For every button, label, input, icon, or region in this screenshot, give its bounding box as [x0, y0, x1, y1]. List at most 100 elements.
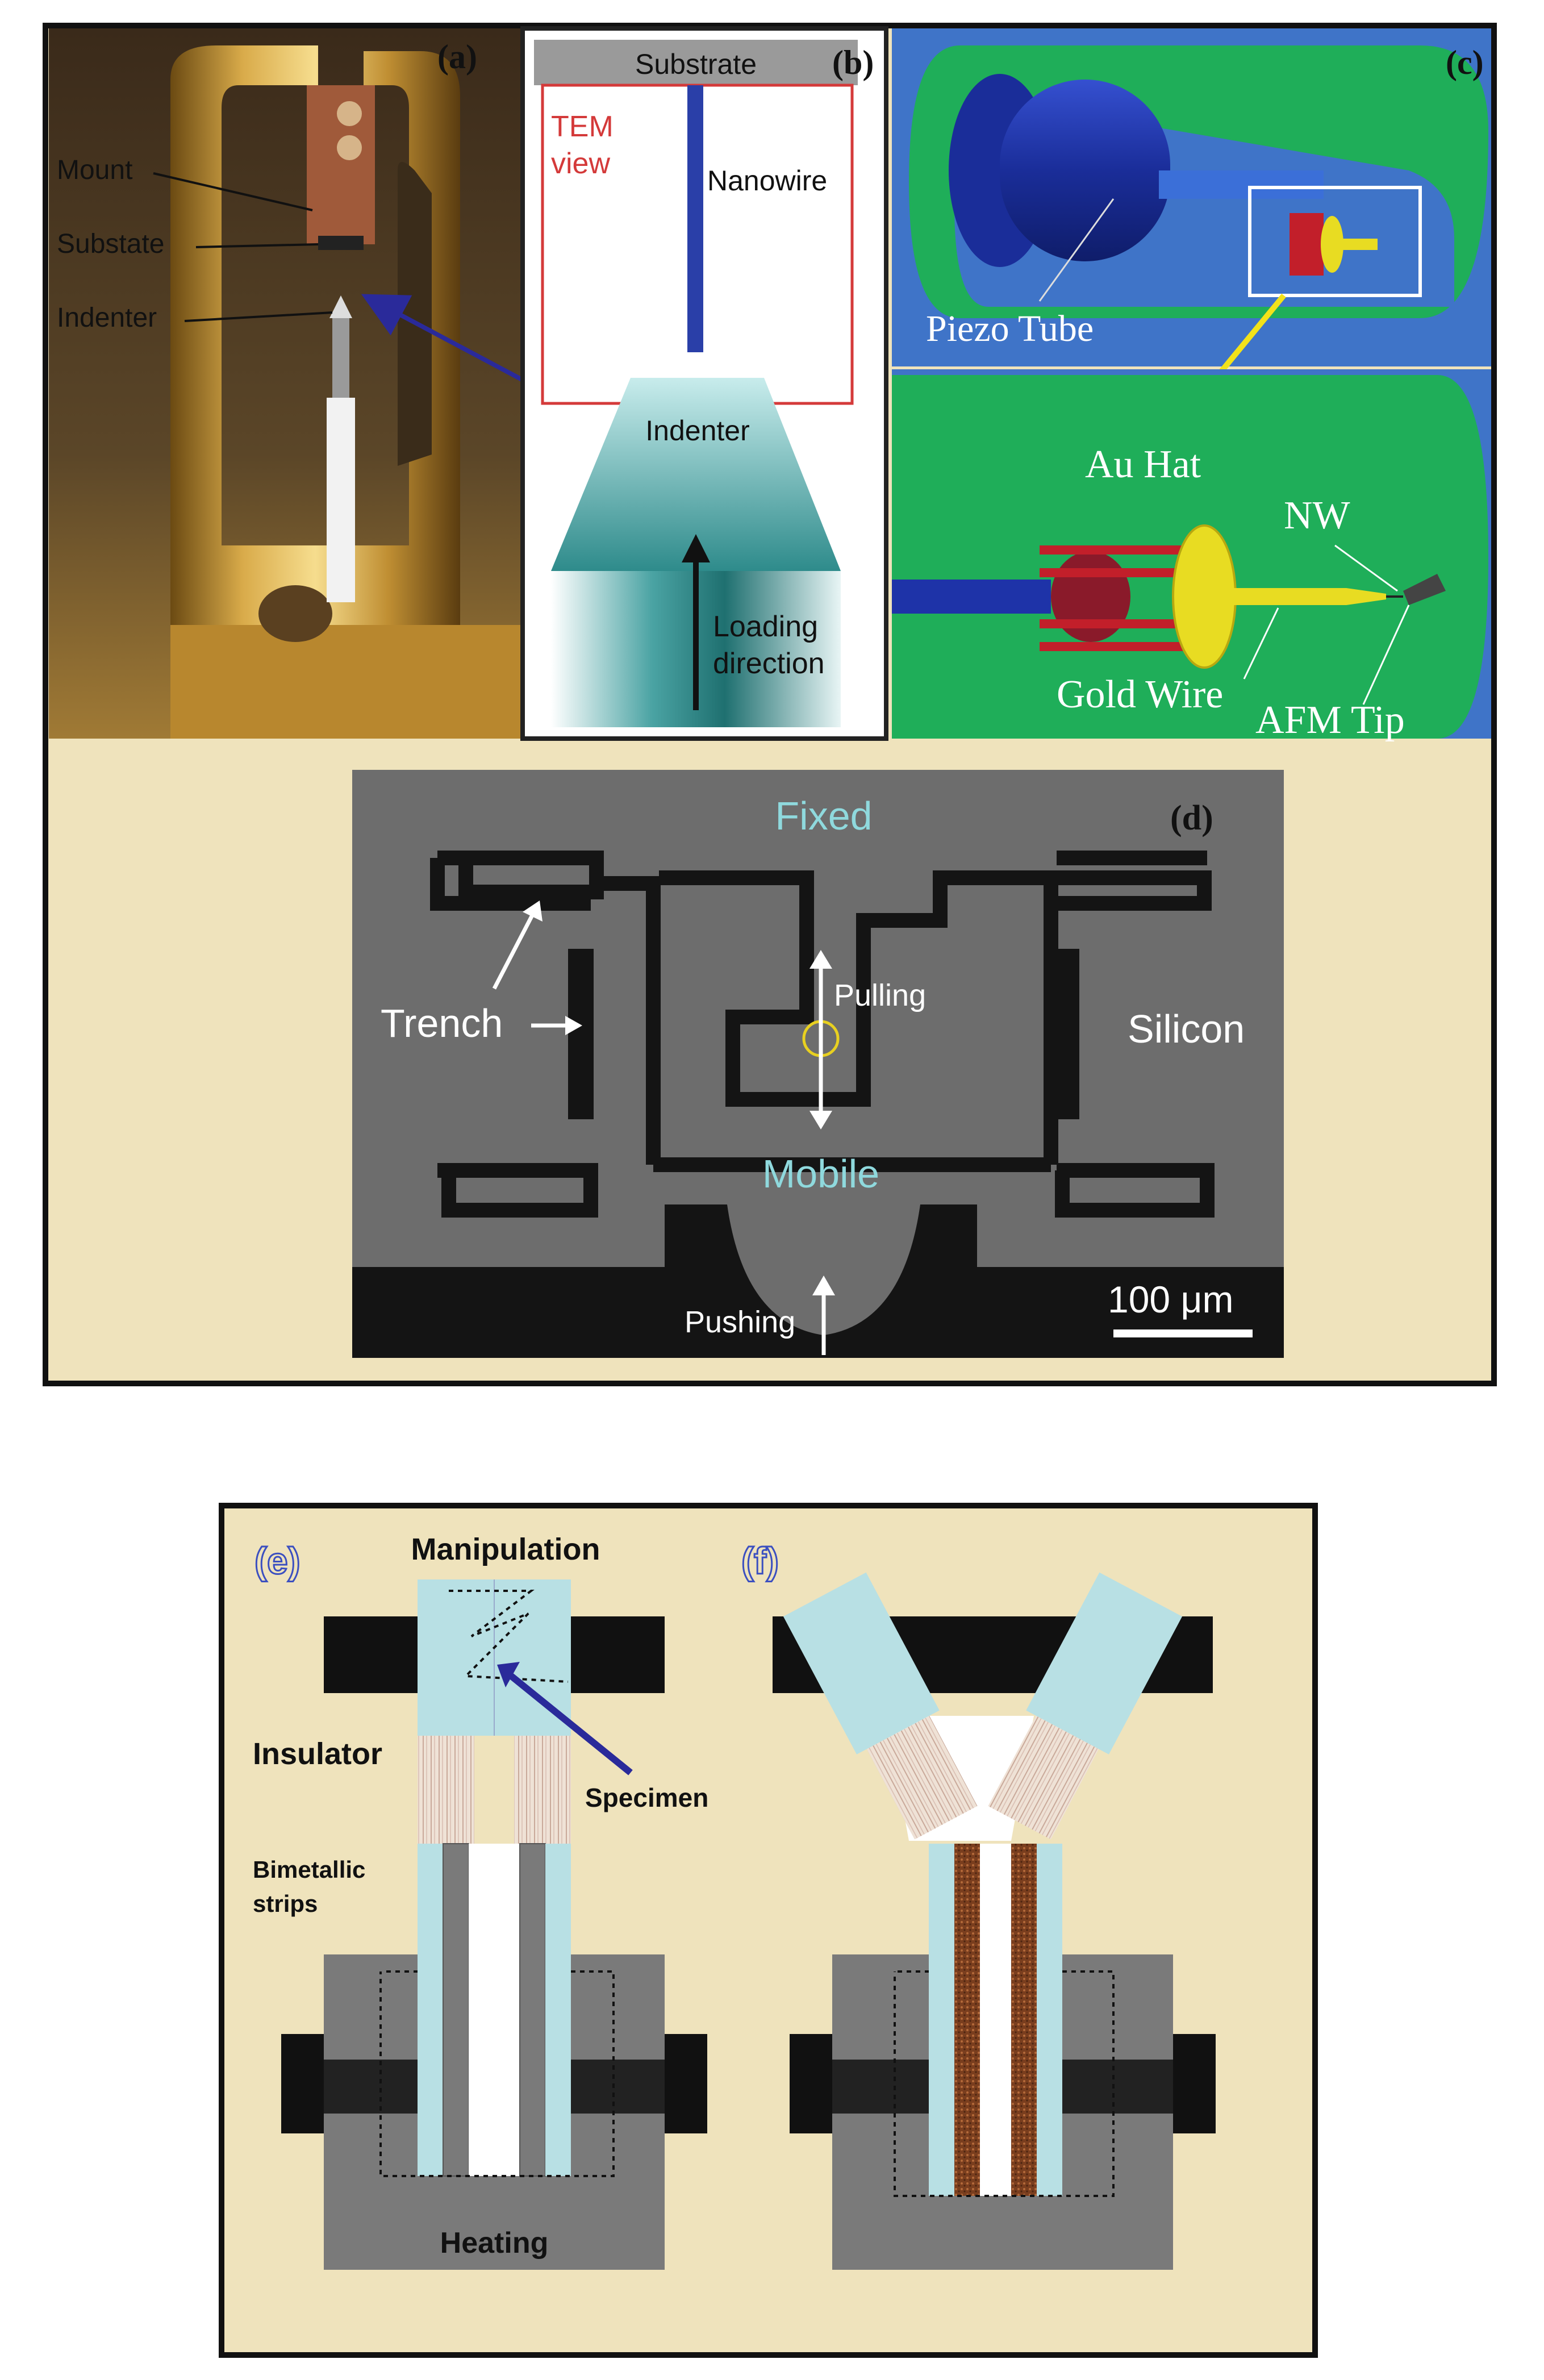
panel-d: Fixed (d) Trench Pulling Silicon Mobile …	[352, 770, 1284, 1358]
mount-screw-2	[337, 135, 362, 160]
f-clamp-bar-left	[790, 2034, 832, 2133]
panel-f-tag: (f)	[741, 1540, 779, 1582]
f-gap	[980, 1844, 1011, 2196]
panel-b-tag: (b)	[832, 44, 874, 81]
panel-d-tag: (d)	[1170, 799, 1213, 837]
upper-hat-assembly	[1290, 213, 1378, 276]
holder-fork	[170, 45, 460, 739]
trench-arrow-1	[492, 911, 536, 990]
mount-label: Mount	[57, 155, 132, 185]
heating-text: Heating	[440, 2227, 549, 2260]
pushing-arrow-head	[812, 1276, 835, 1295]
trench-arrow-2-head	[565, 1016, 582, 1035]
substrate-label: Substate	[57, 229, 164, 259]
panel-a-to-b-arrow	[361, 294, 546, 394]
panel-b: Substrate (b) TEM view Nanowire Indenter…	[520, 26, 888, 741]
panel-c: Piezo Tube (c) Au Hat NW Gold Wire AFM T…	[892, 28, 1491, 742]
loading-arrow-head	[682, 534, 710, 562]
sem-trenches	[430, 851, 1215, 1218]
nanowire-text: Nanowire	[707, 165, 827, 197]
f-strip-right-inner	[1011, 1844, 1037, 2196]
scale-bar-line	[1113, 1329, 1253, 1337]
gold-wire	[1221, 588, 1346, 605]
e-strip-left-outer	[418, 1844, 443, 2176]
substrate-leader	[195, 243, 319, 248]
e-gap	[469, 1844, 520, 2176]
left-trench-bar	[568, 949, 594, 1119]
scale-bar-text: 100 μm	[1108, 1278, 1233, 1320]
nanowire-bar	[687, 85, 703, 352]
f-left-arm	[783, 1572, 978, 1840]
mobile-text: Mobile	[762, 1152, 879, 1196]
specimen-arrow-head	[497, 1662, 520, 1687]
f-strip-left-outer	[929, 1844, 954, 2196]
tem-view-text-1: TEM	[551, 110, 614, 143]
substrate-text: Substrate	[635, 48, 757, 80]
panel-e-tag: (e)	[254, 1540, 301, 1582]
e-insulator-right	[514, 1736, 571, 1844]
indenter-trapezoid	[551, 378, 841, 571]
substrate-bar	[534, 40, 858, 85]
zoom-box	[1248, 186, 1422, 297]
pulling-text: Pulling	[834, 978, 926, 1012]
nw-text: NW	[1284, 494, 1350, 537]
gold-wire-text: Gold Wire	[1057, 673, 1223, 716]
e-strip-left-inner	[443, 1843, 469, 2177]
piezo-tube-text: Piezo Tube	[926, 308, 1094, 349]
afm-tip-text: AFM Tip	[1255, 698, 1405, 742]
panel-e: (e) Manipulation Insulator Specimen Bime…	[253, 1532, 708, 2270]
f-strip-left-inner	[954, 1844, 980, 2196]
f-strip-right-outer	[1037, 1844, 1062, 2196]
indenter-rod	[332, 318, 349, 398]
trench-text: Trench	[381, 1001, 503, 1045]
silicon-text: Silicon	[1128, 1007, 1245, 1051]
sem-bottom-dark	[352, 1204, 1284, 1358]
f-clamp-bar-right	[1173, 2034, 1216, 2133]
insulator-text: Insulator	[253, 1737, 382, 1771]
manipulation-text: Manipulation	[411, 1532, 600, 1566]
afm-tip-shape	[1403, 574, 1446, 605]
f-heating-dotted	[894, 1970, 1115, 2197]
e-clamp-bar-right	[665, 2034, 707, 2133]
e-heating-dotted	[379, 1970, 615, 2177]
piezo-tube-body	[1000, 80, 1170, 261]
e-insulator-left	[418, 1736, 474, 1844]
e-clamp-bar-left	[281, 2034, 324, 2133]
holder-slot	[398, 162, 432, 466]
pushing-text: Pushing	[685, 1305, 795, 1339]
mount-leader	[153, 172, 313, 211]
indenter-leader	[184, 311, 333, 322]
e-strip-right-outer	[545, 1844, 571, 2176]
indenter-label: Indenter	[57, 303, 157, 333]
fixed-text: Fixed	[775, 794, 872, 838]
panel-a: (a) Mount Substate Indenter	[49, 28, 546, 739]
pulling-arrow-head-down	[809, 1111, 832, 1129]
indenter-insulator	[327, 398, 355, 602]
pulling-arrow-head-up	[809, 950, 832, 969]
panel-a-tag: (a)	[437, 38, 477, 76]
specimen-arrow	[509, 1673, 633, 1775]
e-strip-right-inner	[519, 1843, 546, 2177]
nw-leader	[1334, 544, 1398, 592]
f-right-arm	[988, 1572, 1183, 1840]
piezo-leader	[1038, 198, 1115, 302]
trench-arrow-1-head	[523, 901, 543, 922]
lower-rod	[892, 580, 1051, 614]
sem-image-bg	[352, 770, 1284, 1358]
indenter-tip	[329, 295, 352, 318]
piezo-rod	[1159, 170, 1324, 199]
indenter-text: Indenter	[645, 415, 749, 447]
substrate-chip	[318, 236, 364, 250]
panel-c-tag: (c)	[1446, 44, 1484, 81]
tem-view-text-2: view	[551, 147, 610, 180]
holder-screw	[258, 585, 332, 642]
loading-text-2: direction	[713, 647, 825, 680]
gold-wire-taper	[1346, 588, 1386, 605]
panel-f: (f)	[741, 1539, 1216, 2270]
afm-leader	[1362, 605, 1410, 705]
right-trench-bar	[1054, 949, 1079, 1119]
specimen-text: Specimen	[585, 1783, 708, 1812]
gold-wire-leader	[1243, 607, 1279, 680]
mount-screw-1	[337, 101, 362, 126]
